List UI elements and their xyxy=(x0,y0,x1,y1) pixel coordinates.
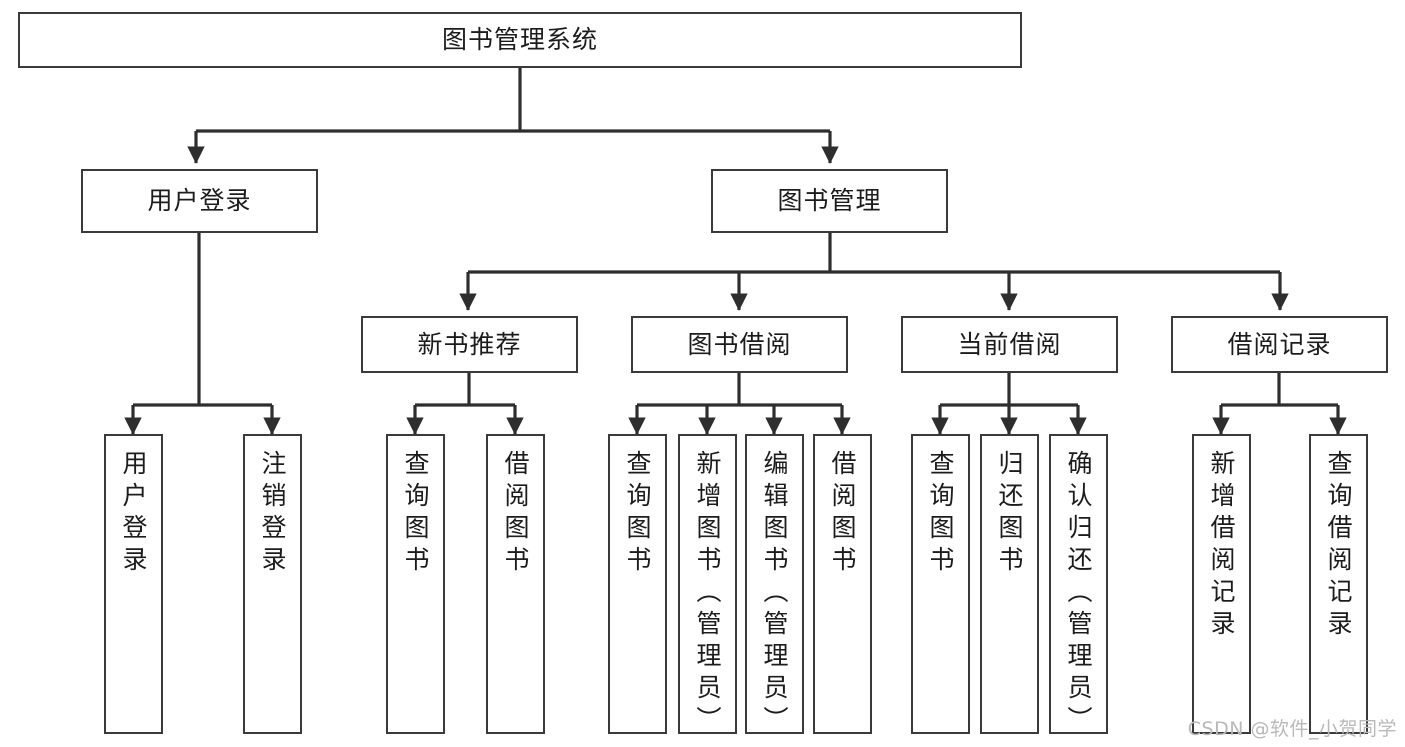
node-label: 借阅图书 xyxy=(501,450,530,578)
node-label: 图书借阅 xyxy=(687,329,792,359)
watermark-text: CSDN @软件_小贺同学 xyxy=(1187,718,1397,740)
node-label: 图书管理 xyxy=(777,186,882,216)
leaf-logout[interactable]: 注销登录 xyxy=(243,434,302,734)
leaf-user-login[interactable]: 用户登录 xyxy=(104,434,163,734)
node-book-management[interactable]: 图书管理 xyxy=(711,169,948,233)
leaf-edit-book-admin[interactable]: 编辑图书（管理员） xyxy=(745,434,804,738)
node-label: 查询图书 xyxy=(401,450,430,578)
node-label: 归还图书 xyxy=(995,450,1024,578)
leaf-return-book[interactable]: 归还图书 xyxy=(980,434,1039,734)
leaf-borrow-book-recommend[interactable]: 借阅图书 xyxy=(486,434,545,734)
node-label: 查询图书 xyxy=(623,450,652,578)
node-label: 借阅图书 xyxy=(828,450,857,578)
node-user-login[interactable]: 用户登录 xyxy=(81,169,318,233)
leaf-add-book-admin[interactable]: 新增图书（管理员） xyxy=(678,434,737,738)
node-borrow-records[interactable]: 借阅记录 xyxy=(1171,316,1388,373)
leaf-query-book-recommend[interactable]: 查询图书 xyxy=(386,434,445,734)
node-root-system[interactable]: 图书管理系统 xyxy=(18,12,1022,68)
node-label: 借阅记录 xyxy=(1227,329,1332,359)
leaf-confirm-return-admin[interactable]: 确认归还（管理员） xyxy=(1049,434,1108,738)
node-label: 查询图书 xyxy=(926,450,955,578)
leaf-borrow-book[interactable]: 借阅图书 xyxy=(813,434,872,734)
node-label: 图书管理系统 xyxy=(441,25,598,55)
leaf-query-borrow-record[interactable]: 查询借阅记录 xyxy=(1309,434,1368,734)
node-label: 用户登录 xyxy=(119,450,148,578)
node-new-book-recommend[interactable]: 新书推荐 xyxy=(361,316,578,373)
node-label: 用户登录 xyxy=(147,186,252,216)
node-label: 注销登录 xyxy=(258,450,287,578)
node-label: 新增借阅记录 xyxy=(1207,450,1236,642)
node-label: 确认归还（管理员） xyxy=(1064,450,1093,738)
node-label: 新书推荐 xyxy=(417,329,522,359)
node-current-borrow[interactable]: 当前借阅 xyxy=(901,316,1118,373)
node-book-borrow[interactable]: 图书借阅 xyxy=(631,316,848,373)
leaf-query-book-current[interactable]: 查询图书 xyxy=(911,434,970,734)
leaf-query-book-borrow[interactable]: 查询图书 xyxy=(608,434,667,734)
leaf-add-borrow-record[interactable]: 新增借阅记录 xyxy=(1192,434,1251,734)
node-label: 查询借阅记录 xyxy=(1324,450,1353,642)
node-label: 新增图书（管理员） xyxy=(693,450,722,738)
node-label: 当前借阅 xyxy=(957,329,1062,359)
node-label: 编辑图书（管理员） xyxy=(760,450,789,738)
